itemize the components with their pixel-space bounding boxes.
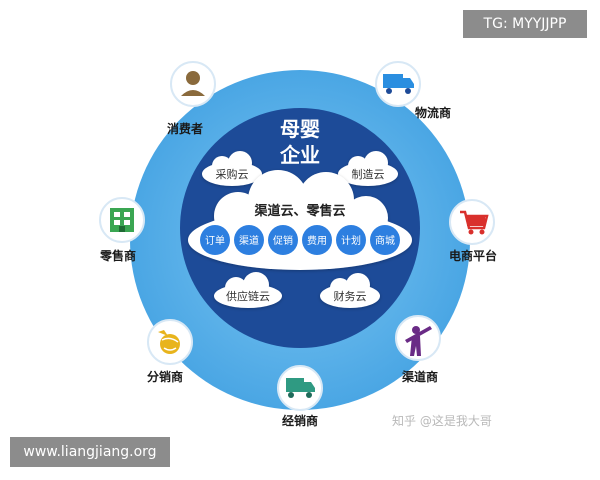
center-title-line1: 母婴 — [280, 117, 320, 141]
cloud-supply-chain-label: 供应链云 — [226, 289, 270, 303]
service-pills: 订单 渠道 促销 费用 计划 商城 — [200, 225, 400, 255]
site-watermark: www.liangjiang.org — [10, 437, 170, 467]
person-carrying-icon — [405, 326, 432, 356]
service-pill — [268, 225, 298, 255]
main-cloud — [188, 170, 412, 270]
service-pill-label: 计划 — [341, 234, 361, 247]
store-building-icon — [110, 208, 134, 232]
service-pill — [234, 225, 264, 255]
delivery-truck-icon — [286, 378, 315, 398]
retailer-node — [99, 197, 145, 243]
service-pill-label: 费用 — [307, 234, 327, 247]
cloud-finance-label: 财务云 — [334, 289, 367, 303]
cloud-procurement-label: 采购云 — [216, 167, 249, 181]
center-title-line2: 企业 — [279, 143, 320, 167]
service-pill — [200, 225, 230, 255]
service-pill — [302, 225, 332, 255]
zhihu-watermark: 知乎 @这是我大哥 — [392, 414, 492, 428]
ecommerce-node — [449, 199, 495, 245]
service-pill-label: 订单 — [205, 235, 225, 247]
logistics-label: 物流商 — [415, 105, 451, 120]
service-pill — [336, 225, 366, 255]
distributor-label: 经销商 — [282, 413, 318, 428]
retailer-label: 零售商 — [99, 248, 136, 263]
service-pill-label: 渠道 — [239, 234, 259, 247]
channel-label: 渠道商 — [402, 369, 438, 384]
cloud-procurement — [202, 151, 262, 186]
distributor-node — [277, 365, 323, 411]
logistics-node — [375, 61, 421, 107]
reseller-node — [147, 319, 193, 365]
tg-watermark: TG: MYYJJPP — [463, 10, 587, 38]
main-cloud-title: 渠道云、零售云 — [253, 203, 345, 219]
channel-node — [395, 315, 441, 361]
globe-plane-icon — [158, 330, 180, 354]
service-pill — [370, 225, 400, 255]
service-pill-label: 商城 — [375, 234, 395, 247]
cloud-manufacturing — [338, 151, 398, 186]
person-icon — [181, 71, 205, 96]
truck-icon — [383, 74, 414, 94]
shopping-cart-icon — [460, 210, 489, 235]
consumer-label: 消费者 — [167, 121, 203, 136]
cloud-supply-chain — [214, 272, 282, 308]
cloud-finance — [320, 273, 380, 308]
consumer-node — [170, 61, 216, 107]
ecommerce-label: 电商平台 — [449, 248, 497, 263]
reseller-label: 分销商 — [147, 369, 183, 384]
cloud-manufacturing-label: 制造云 — [352, 167, 385, 181]
service-pill-label: 促销 — [273, 234, 293, 247]
